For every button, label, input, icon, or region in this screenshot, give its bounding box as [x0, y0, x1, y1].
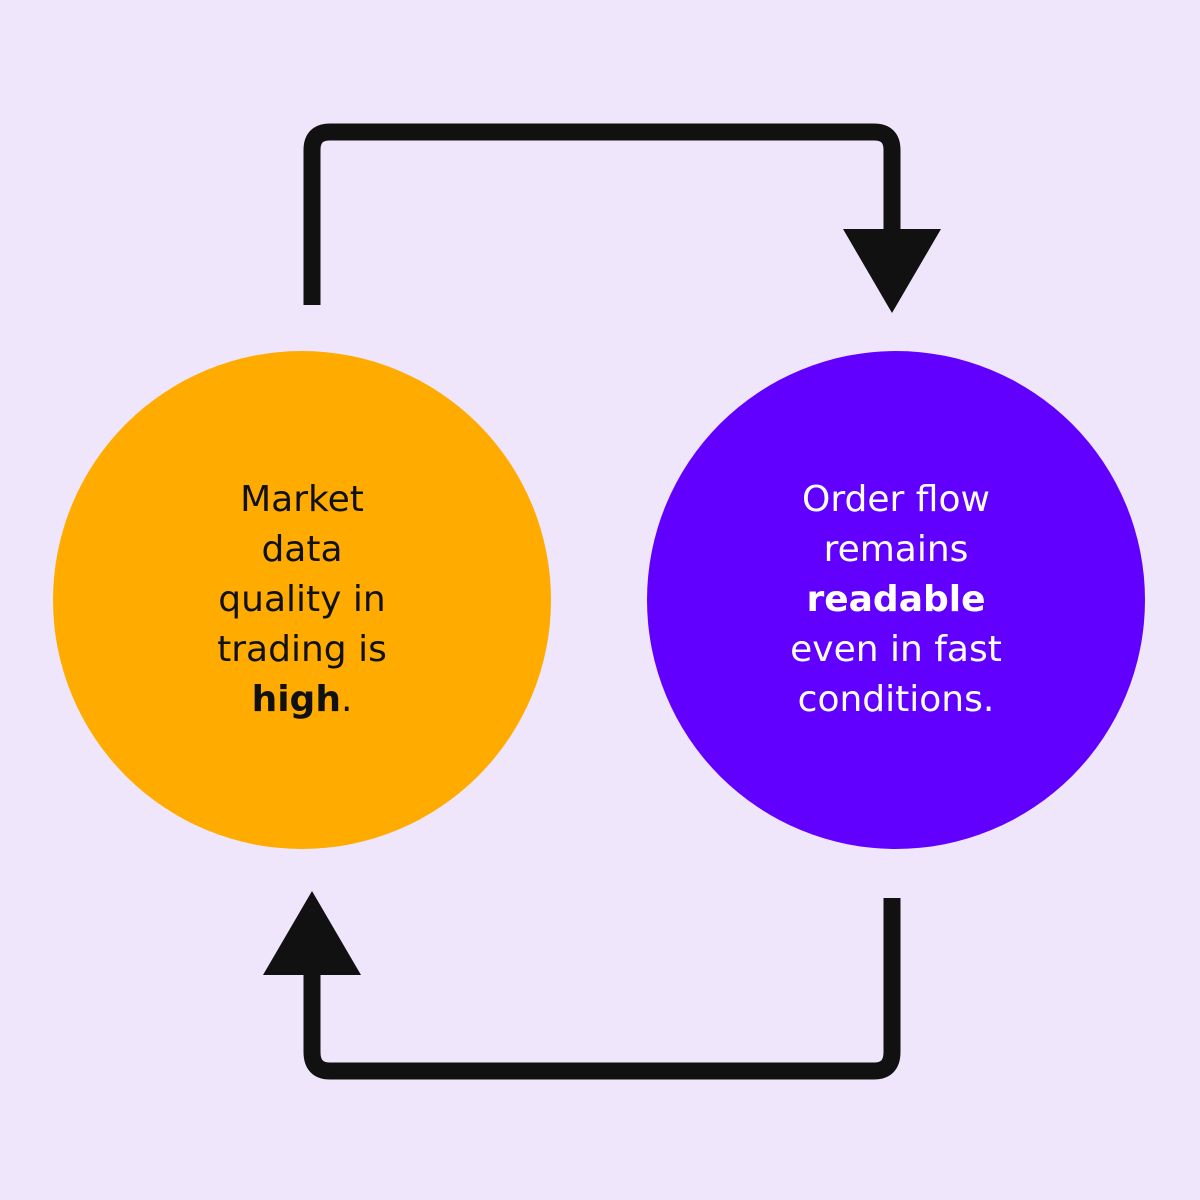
left-text-end: .	[340, 679, 353, 720]
left-text: Market data quality in trading is	[217, 479, 387, 670]
right-text: Order flow remains	[802, 479, 990, 570]
bottom-arrow-line	[303, 898, 901, 1080]
top-arrow-line	[303, 123, 901, 305]
order-flow-node: Order flow remains readable even in fast…	[647, 351, 1145, 849]
right-node-text: Order flow remains readable even in fast…	[776, 475, 1016, 725]
right-text-end: even in fast conditions.	[790, 629, 1002, 720]
right-bold-text: readable	[806, 579, 986, 620]
top-arrowhead	[843, 229, 941, 313]
market-data-quality-node: Market data quality in trading is high.	[53, 351, 551, 849]
left-bold-text: high	[251, 679, 341, 720]
bottom-arrowhead	[263, 891, 361, 975]
left-node-text: Market data quality in trading is high.	[202, 475, 402, 725]
